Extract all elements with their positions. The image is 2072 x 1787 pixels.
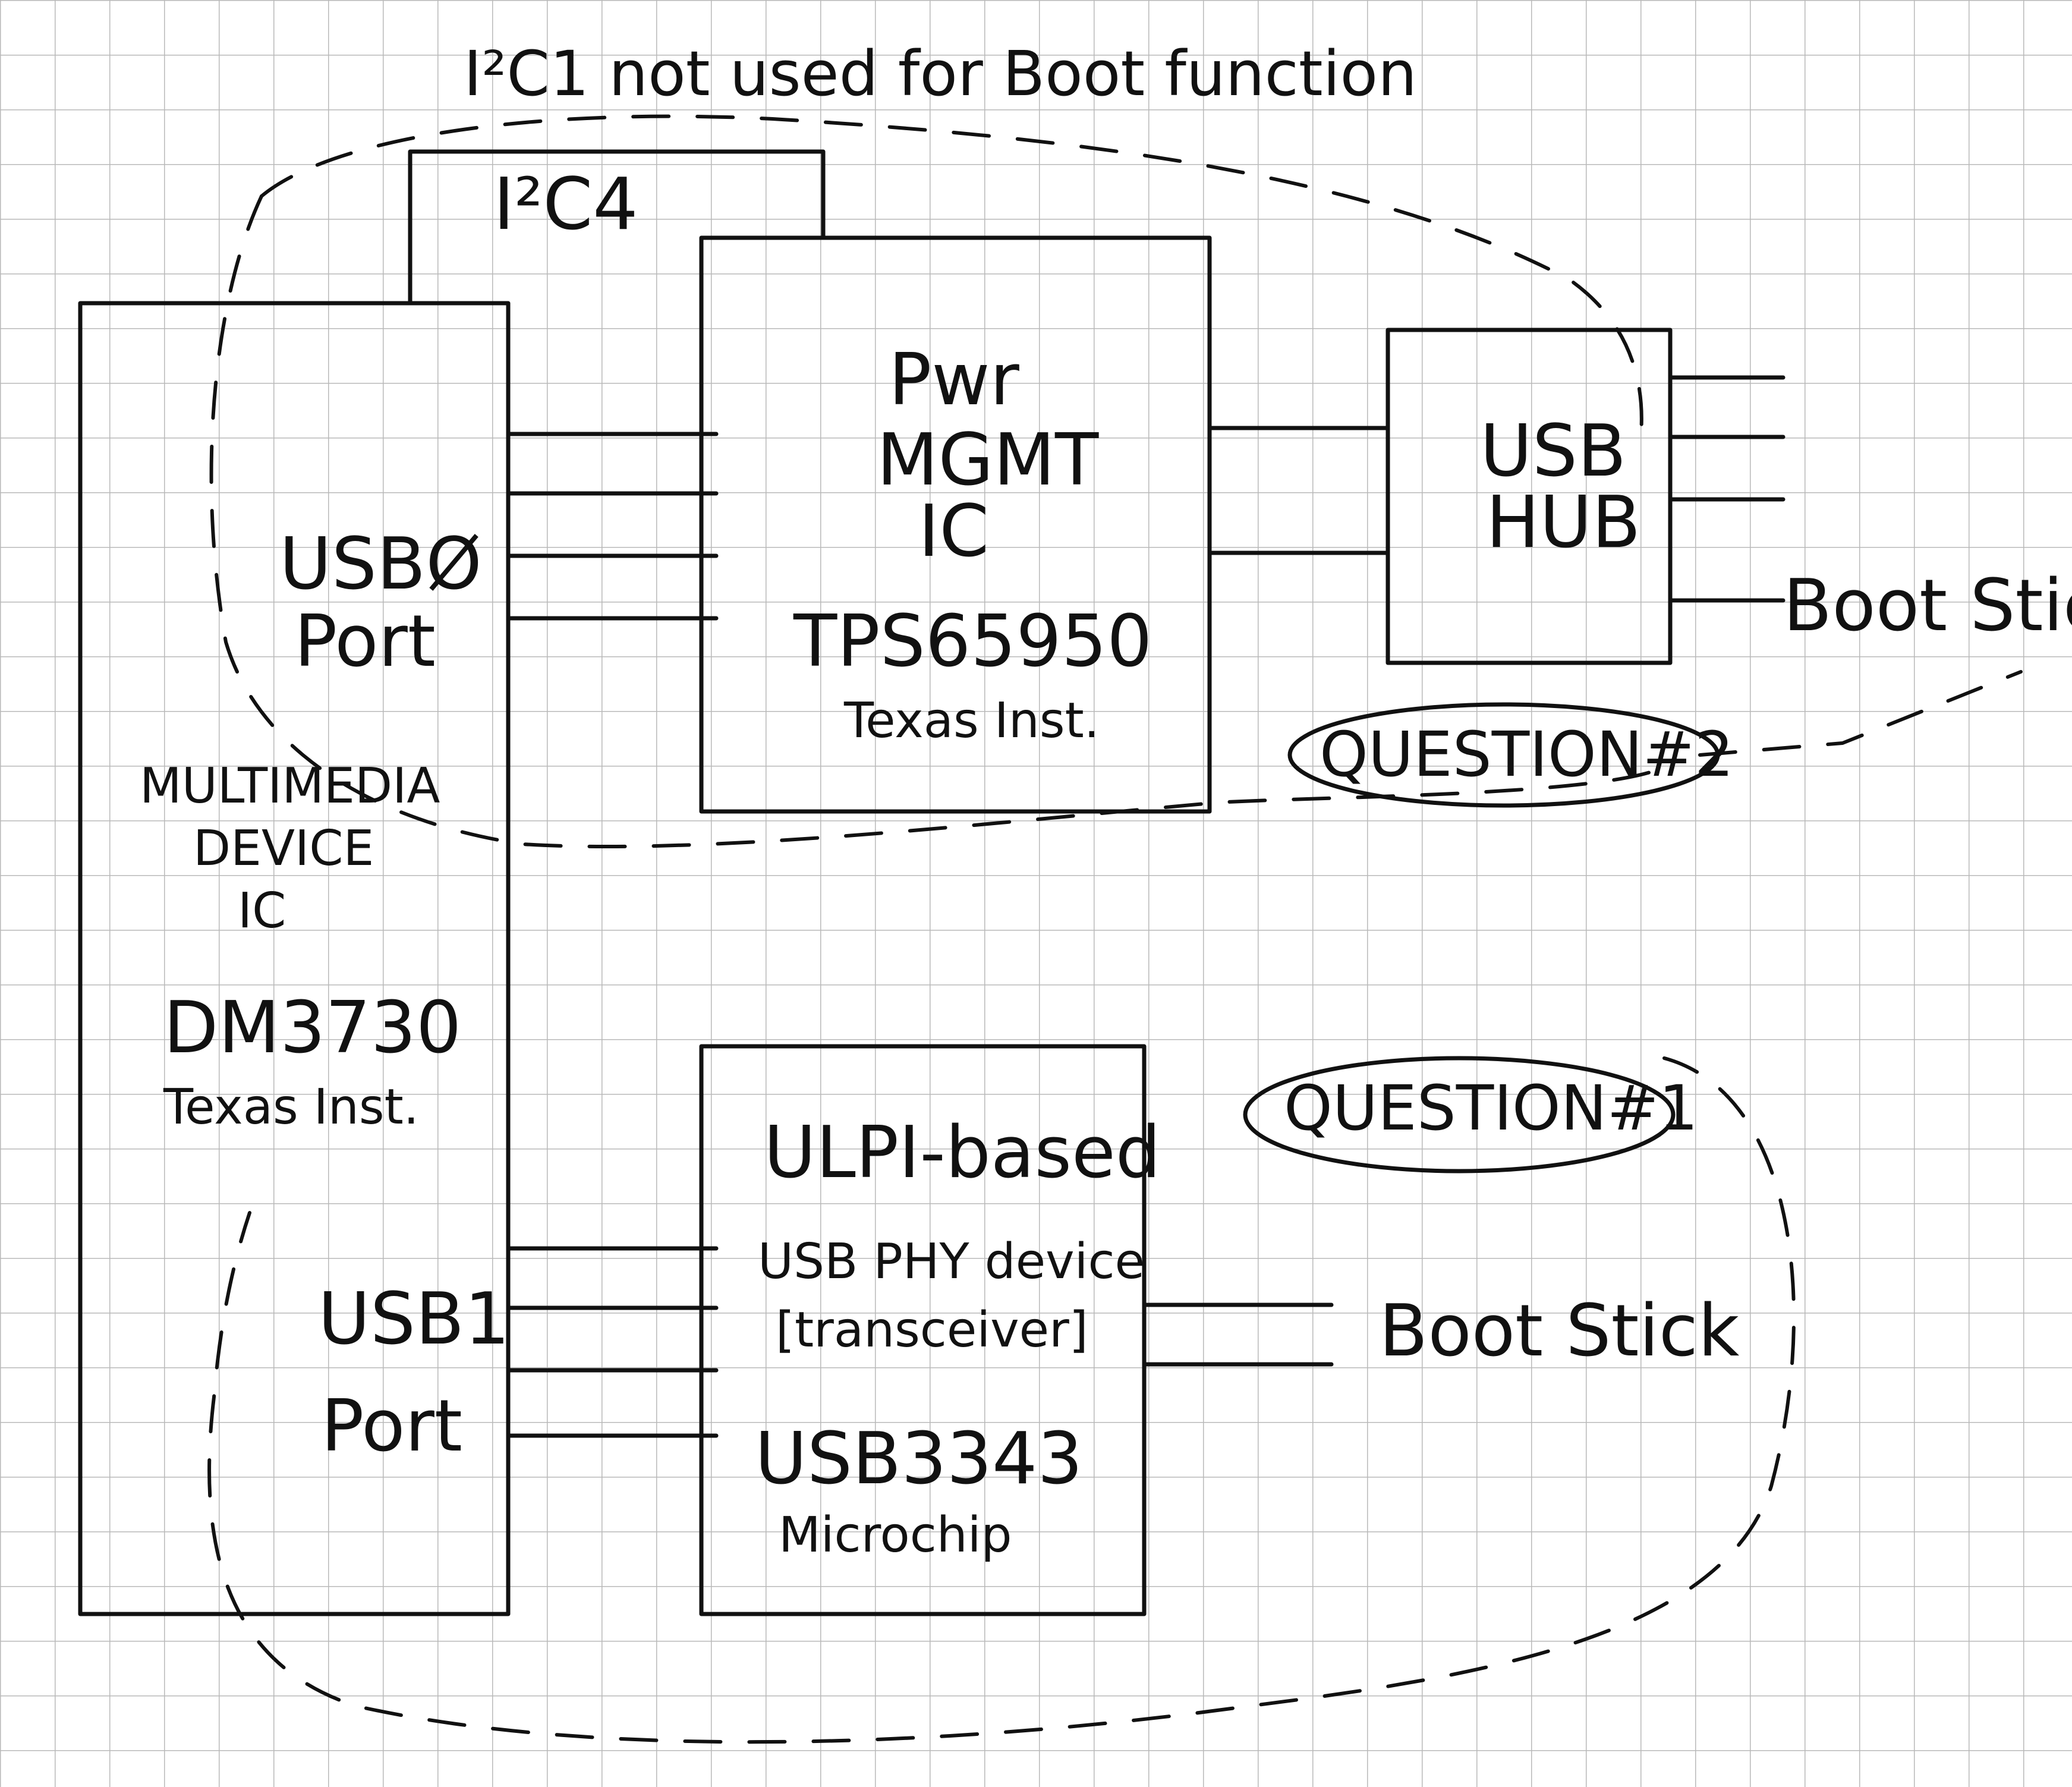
usb1-port-label-line1: USB1 — [318, 1278, 510, 1361]
pmic-block — [699, 235, 1212, 814]
pmic-label-line1: Pwr — [889, 339, 1020, 421]
usb0-port-label-line2: Port — [294, 600, 436, 683]
usb-phy-part-number: USB3343 — [755, 1418, 1083, 1500]
usb-phy-block — [699, 1044, 1147, 1616]
multimedia-manufacturer: Texas Inst. — [163, 1079, 419, 1135]
usb-hub-label-line1: USB — [1480, 410, 1626, 493]
multimedia-name-line2: DEVICE — [193, 820, 374, 877]
question-2-label: QUESTION#2 — [1320, 718, 1734, 791]
i2c4-label: I²C4 — [493, 163, 638, 246]
question-2-oval — [1287, 702, 1720, 808]
pmic-label-line3: IC — [918, 490, 989, 573]
usb-phy-label-line2: USB PHY device — [758, 1234, 1145, 1290]
question-1-dashed-loop — [207, 1056, 1796, 1744]
question-2-to-hub-link — [1698, 670, 2023, 757]
question-1-label: QUESTION#1 — [1284, 1072, 1698, 1144]
multimedia-name-line1: MULTIMEDIA — [140, 758, 440, 814]
usb-phy-label-line1: ULPI-based — [764, 1112, 1161, 1194]
title-note: I²C1 not used for Boot function — [464, 37, 1417, 110]
usb-hub-label-line2: HUB — [1486, 482, 1640, 564]
usb0-port-label-line1: USBØ — [279, 523, 482, 606]
usb-phy-manufacturer: Microchip — [779, 1507, 1012, 1563]
i2c1-dashed-top — [260, 114, 1643, 442]
multimedia-name-line3: IC — [238, 883, 286, 939]
pmic-manufacturer: Texas Inst. — [843, 693, 1100, 749]
hub-boot-stick-label: Boot Stick — [1783, 565, 2072, 647]
usb1-port-label-line2: Port — [321, 1385, 462, 1468]
pmic-label-line2: MGMT — [877, 419, 1099, 502]
usb-hub-block — [1385, 328, 1673, 665]
phy-boot-stick-label: Boot Stick — [1379, 1290, 1740, 1373]
i2c4-bus-line — [408, 149, 826, 306]
usb-phy-label-line3: [transceiver] — [776, 1302, 1088, 1358]
pmic-part-number: TPS65950 — [793, 600, 1152, 683]
multimedia-part-number: DM3730 — [163, 987, 461, 1069]
question-1-oval — [1243, 1056, 1676, 1173]
multimedia-device-block — [78, 301, 511, 1616]
